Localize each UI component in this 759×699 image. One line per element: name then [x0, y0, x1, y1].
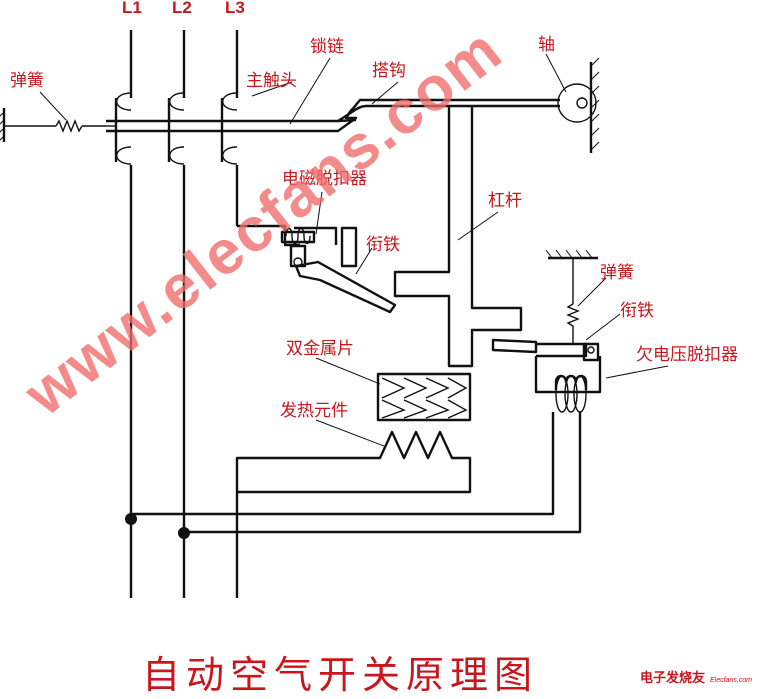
- hook-bar: [345, 98, 560, 118]
- em-coil: [285, 227, 311, 245]
- leader-lever: [457, 211, 499, 241]
- phase-lines: [129, 30, 239, 598]
- shaft-hatch: [590, 57, 600, 151]
- leader-em-release: [315, 191, 323, 235]
- leader-hook: [371, 81, 399, 105]
- em-release: [237, 224, 397, 314]
- em-stop: [340, 226, 358, 268]
- uv-coil-1: [555, 375, 569, 413]
- leader-heater: [315, 419, 385, 447]
- label-heater: 发热元件: [280, 401, 348, 421]
- label-shaft: 轴: [538, 35, 555, 55]
- phase-label-l2: L2: [172, 0, 192, 17]
- contact-l3-lower: [222, 146, 238, 165]
- uv-push-rod: [491, 338, 538, 354]
- label-armature-1: 衔铁: [366, 235, 400, 255]
- labels: L1 L2 L3 弹簧 主触头 锁链 搭钩 轴 电磁脱扣器 衔铁 杠杆 弹簧 衔…: [10, 0, 738, 421]
- em-yoke-top: [294, 226, 338, 245]
- uv-coil-3: [573, 375, 587, 413]
- uv-coil-2: [564, 375, 578, 413]
- leader-uv-release: [605, 365, 669, 379]
- uv-ceiling-hatch: [545, 249, 593, 259]
- main-contacts: [114, 92, 238, 165]
- contact-l2-upper: [169, 92, 185, 111]
- thermal-release: [235, 372, 472, 494]
- heater-zigzag: [235, 430, 472, 494]
- rod-upper: [106, 104, 560, 123]
- uv-spring-coil: [566, 303, 580, 327]
- uv-wire-l2: [184, 412, 582, 534]
- uv-release: [131, 249, 602, 534]
- left-spring: [0, 108, 116, 142]
- contact-l1-upper: [116, 92, 132, 111]
- rod-tip: [337, 118, 357, 123]
- lever: [393, 106, 523, 368]
- leader-lock-chain: [289, 57, 331, 125]
- label-bimetal: 双金属片: [286, 339, 354, 359]
- label-lever: 杠杆: [488, 191, 522, 211]
- leader-armature-1: [355, 247, 373, 275]
- leader-armature-2: [585, 313, 621, 341]
- lever-body: [393, 106, 523, 368]
- phase-label-l1: L1: [122, 0, 142, 17]
- shaft: [557, 57, 600, 153]
- junction-l2: [178, 527, 190, 539]
- leader-shaft: [545, 53, 567, 93]
- shaft-pin: [576, 97, 588, 109]
- label-lock-chain: 锁链: [310, 37, 344, 57]
- label-hook: 搭钩: [372, 61, 406, 81]
- bimetal-strips: [381, 377, 468, 419]
- leader-lines: [39, 53, 669, 447]
- label-spring-left: 弹簧: [10, 71, 44, 91]
- leader-main-contact: [251, 81, 293, 97]
- uv-coil-top: [554, 374, 588, 390]
- corner-stamp: 电子发烧友 Elecfans.com: [640, 670, 752, 686]
- uv-pivot: [587, 346, 595, 354]
- junction-l1: [125, 513, 137, 525]
- label-armature-2: 衔铁: [620, 301, 654, 321]
- uv-wire-l1: [131, 412, 555, 516]
- spring-coil-left: [55, 119, 83, 133]
- armature-1: [294, 260, 397, 314]
- contact-l2-lower: [169, 146, 185, 165]
- leader-bimetal: [315, 357, 381, 385]
- contact-l3-upper: [222, 92, 238, 111]
- label-spring-right: 弹簧: [600, 263, 634, 283]
- contact-l1-lower: [116, 146, 132, 165]
- bimetal-frame: [376, 372, 472, 422]
- stamp-en: Elecfans.com: [710, 677, 752, 684]
- em-plunger: [289, 244, 307, 268]
- leader-spring-right: [577, 277, 607, 307]
- label-uv-release: 欠电压脱扣器: [636, 345, 738, 365]
- armature-2: [536, 342, 588, 358]
- leader-spring-left: [39, 91, 67, 121]
- phase-label-l3: L3: [225, 0, 245, 17]
- diagram-title: 自动空气开关原理图: [142, 653, 538, 697]
- label-em-release: 电磁脱扣器: [282, 169, 367, 189]
- label-main-contact: 主触头: [246, 71, 297, 91]
- uv-pivot-block: [582, 342, 600, 362]
- stamp-cn: 电子发烧友: [640, 670, 705, 686]
